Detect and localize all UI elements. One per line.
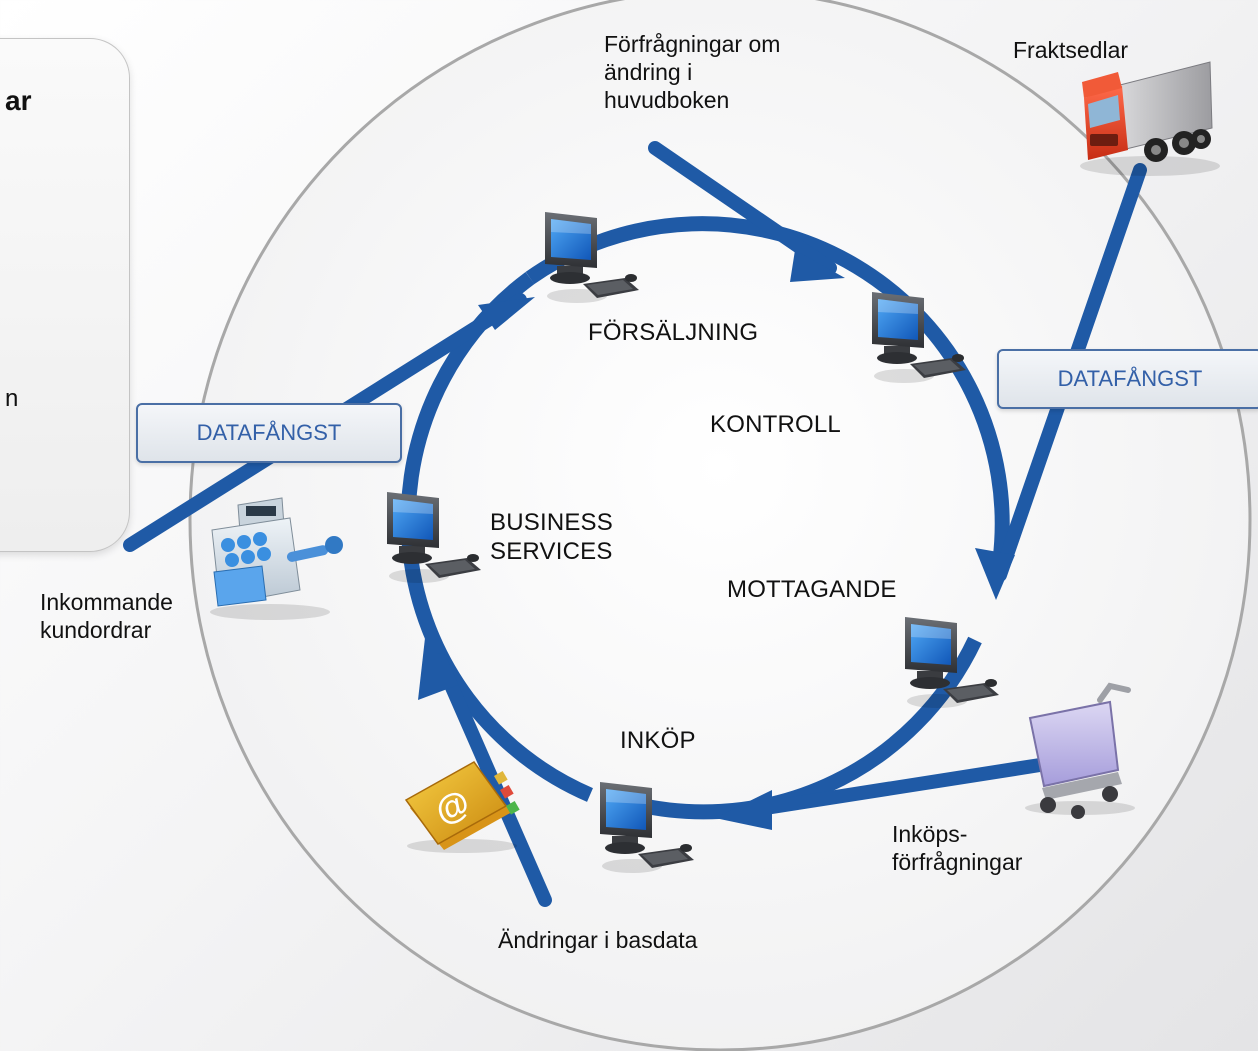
stage-label-sales: FÖRSÄLJNING [588,319,759,346]
cash-register-icon [210,497,343,620]
shopping-cart-icon [1025,682,1135,819]
flow-ledger-requests [648,141,837,275]
panel-text-fragment: n [5,385,19,412]
arrowhead-control [790,250,845,282]
truck-icon [1080,61,1220,176]
incoming-orders-line2: kundordrar [40,617,152,644]
cycle-arc-receiving-to-purchasing [617,636,982,820]
label-purchase-requests: Inköps- förfrågningar [892,820,1022,876]
stage-label-purchasing: INKÖP [620,727,696,754]
label-ledger-change-requests: Förfrågningar om ändring i huvudboken [604,30,780,114]
left-info-panel: ar n [0,38,130,552]
incoming-orders-line1: Inkommande [40,589,173,615]
ledger-line2: ändring i [604,59,693,86]
stage-label-business-line2: SERVICES [490,538,613,566]
stage-label-control: KONTROLL [710,411,841,438]
data-capture-box-left: DATAFÅNGST [136,403,402,463]
stage-label-business-services: BUSINESS SERVICES [490,508,613,567]
purchase-requests-line2: förfrågningar [892,849,1023,876]
arrowhead-receiving [975,548,1015,600]
purchase-requests-line1: Inköps- [892,821,968,847]
arrowhead-sales [478,297,535,330]
data-capture-box-right: DATAFÅNGST [997,349,1258,409]
label-master-data-changes: Ändringar i basdata [498,927,698,953]
address-book-icon: @ [404,761,520,853]
label-freight-bills: Fraktsedlar [1013,37,1129,63]
arrowhead-business-services [418,638,458,700]
ledger-line3: huvudboken [604,87,730,114]
cycle-arc-sales-to-receiving [525,216,1010,561]
stage-label-business-line1: BUSINESS [490,509,613,536]
flow-purchase-requests [733,758,1047,819]
stage-label-receiving: MOTTAGANDE [727,576,897,603]
arrowhead-purchasing [715,790,772,830]
ledger-line1: Förfrågningar om [604,31,781,57]
flow-master-data [433,653,552,907]
label-incoming-orders: Inkommande kundordrar [40,588,173,644]
panel-title-fragment: ar [5,85,32,116]
